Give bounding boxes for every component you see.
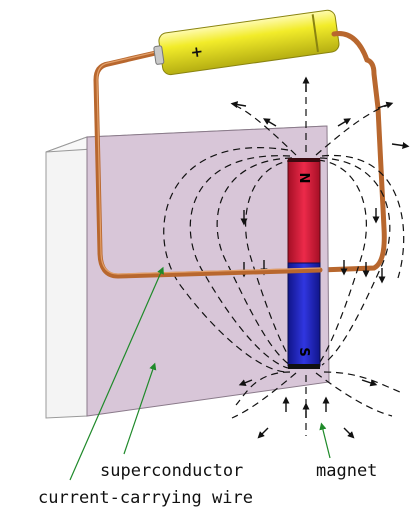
field-line [216, 157, 293, 366]
field-arrows [230, 76, 410, 439]
field-line [321, 154, 405, 279]
bar-magnet: N S [287, 158, 321, 369]
slab-left-edge [45, 136, 88, 419]
field-line [235, 371, 291, 406]
superconductor-pointer [123, 362, 157, 455]
field-line [315, 372, 393, 417]
field-line [231, 372, 297, 419]
battery-right-lead [331, 31, 370, 63]
magnet-bottom-cap [288, 364, 320, 369]
field-arrow [262, 118, 277, 127]
field-line [235, 105, 297, 156]
magnet-top-cap [288, 158, 320, 162]
field-line [323, 371, 401, 393]
south-pole-label: S [296, 347, 311, 356]
field-line [189, 155, 291, 369]
magnet-south-pole [287, 262, 321, 367]
field-arrow [337, 118, 352, 127]
wire-back-segment [317, 57, 387, 273]
superconductor-label: superconductor [100, 461, 243, 481]
battery: + [153, 9, 370, 76]
magnet-pointer [319, 422, 331, 459]
field-arrow [377, 101, 394, 109]
wire-label: current-carrying wire [38, 488, 253, 508]
field-arrow [238, 379, 253, 386]
battery-terminal [153, 45, 165, 65]
current-carrying-wire [93, 49, 323, 279]
battery-band [311, 14, 319, 53]
battery-plus-label: + [189, 42, 204, 62]
field-arrow [230, 101, 247, 109]
pointer-lines [69, 266, 331, 481]
north-pole-label: N [296, 173, 311, 184]
field-arrow [391, 142, 410, 149]
field-line [319, 157, 391, 366]
field-arrow [361, 379, 378, 387]
wire-highlight [96, 50, 321, 275]
field-arrow [343, 427, 355, 439]
field-arrow [257, 427, 269, 439]
wire-pointer [69, 266, 164, 481]
field-line [317, 159, 367, 363]
magnet-label: magnet [316, 461, 377, 481]
field-line [245, 159, 295, 363]
